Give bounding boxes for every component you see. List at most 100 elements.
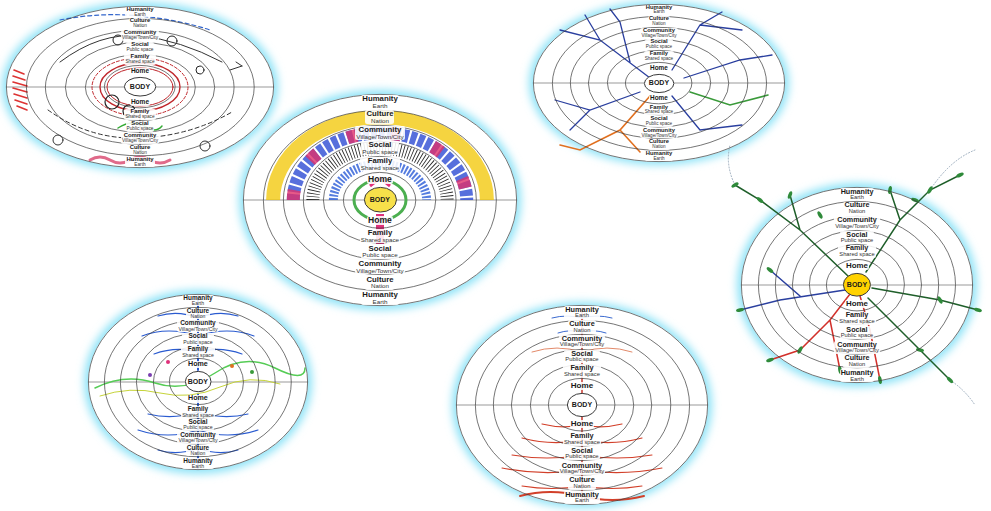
ring-subtitle: Public space bbox=[841, 333, 874, 339]
ring-name: Community bbox=[560, 462, 605, 469]
ring-label: HumanityEarth bbox=[840, 369, 875, 382]
ring-name: Family bbox=[839, 245, 874, 252]
life-ring: CommunityVillage/Town/CityCommunityVilla… bbox=[493, 334, 671, 475]
ring-subtitle: Public space bbox=[565, 357, 598, 363]
ring-subtitle: Shared space bbox=[125, 115, 154, 120]
ring-label: CommunityVillage/Town/City bbox=[355, 126, 404, 140]
ring-line bbox=[185, 372, 211, 392]
ring-label: Home bbox=[570, 382, 594, 390]
body-label: BODY bbox=[370, 196, 390, 203]
life-ring: CommunityVillage/Town/CityCommunityVilla… bbox=[775, 216, 939, 355]
life-ring: CommunityVillage/Town/CityCommunityVilla… bbox=[45, 30, 234, 145]
ring-subtitle: Village/Town/City bbox=[835, 224, 879, 230]
life-ring: FamilyShared spaceFamilyShared spaceHome… bbox=[530, 364, 634, 447]
ring-line bbox=[626, 62, 692, 103]
ring-label: HumanityEarth bbox=[125, 7, 154, 18]
ring-name: Social bbox=[362, 245, 397, 253]
body-label: BODY bbox=[847, 281, 867, 288]
ring-name: Family bbox=[361, 229, 399, 237]
ring-label: Home bbox=[187, 361, 209, 368]
ring-label: CommunityVillage/Town/City bbox=[121, 133, 159, 144]
ring-subtitle: Village/Town/City bbox=[641, 134, 676, 139]
ring-line bbox=[105, 66, 176, 108]
ring-name: Home bbox=[846, 262, 868, 270]
ring-subtitle: Village/Town/City bbox=[356, 268, 403, 274]
ring-subtitle: Public space bbox=[646, 122, 672, 127]
ring-name: Culture bbox=[366, 276, 393, 284]
ring-subtitle: Public space bbox=[362, 252, 397, 258]
ring-subtitle: Earth bbox=[126, 13, 153, 18]
ring-subtitle: Shared space bbox=[182, 353, 214, 358]
ring-label: CultureNation bbox=[648, 16, 670, 26]
ring-subtitle: Earth bbox=[841, 195, 874, 201]
ring-subtitle: Nation bbox=[366, 118, 393, 124]
ring-label: Home bbox=[367, 216, 393, 225]
ring-name: Community bbox=[835, 341, 879, 348]
ring-label: CultureNation bbox=[843, 355, 870, 368]
ring-label: CultureNation bbox=[568, 320, 596, 333]
ring-line bbox=[324, 157, 436, 244]
drawing-one bbox=[13, 15, 242, 163]
life-ring: HomeHomeBODY bbox=[169, 358, 228, 405]
ring-name: Home bbox=[188, 395, 208, 402]
ring-label: SocialPublic space bbox=[840, 326, 875, 339]
life-ring: FamilyShared spaceFamilyShared spaceHome… bbox=[607, 50, 711, 115]
ring-label: SocialPublic space bbox=[182, 419, 213, 431]
life-ring: FamilyShared spaceFamilyShared spaceHome… bbox=[809, 244, 905, 325]
ring-label: CultureNation bbox=[365, 110, 394, 124]
ring-name: Community bbox=[356, 126, 403, 134]
ring-subtitle: Earth bbox=[646, 157, 672, 162]
ring-subtitle: Village/Town/City bbox=[560, 342, 605, 348]
life-ring: CultureNationCultureNationCommunityVilla… bbox=[26, 18, 255, 156]
life-ring: FamilyShared spaceFamilyShared spaceHome… bbox=[323, 156, 436, 244]
ring-line bbox=[121, 320, 276, 444]
ring-subtitle: Village/Town/City bbox=[122, 36, 158, 41]
ring-subtitle: Shared space bbox=[125, 60, 154, 65]
ring-subtitle: Public space bbox=[565, 454, 598, 460]
ring-label: FamilyShared space bbox=[124, 54, 155, 65]
ring-label: CommunityVillage/Town/City bbox=[834, 341, 880, 354]
ring-subtitle: Earth bbox=[362, 103, 397, 109]
ring-line bbox=[826, 259, 887, 311]
mid-line bbox=[6, 83, 973, 405]
ring-label: Home bbox=[649, 65, 669, 71]
body-circle: BODY bbox=[364, 187, 397, 212]
drawing-three bbox=[555, 9, 772, 152]
ring-line bbox=[552, 16, 766, 150]
ring-name: Culture bbox=[569, 320, 595, 327]
ring-subtitle: Shared space bbox=[645, 110, 673, 115]
life-ring: HumanityEarthHumanityEarthCultureNationC… bbox=[88, 294, 308, 470]
ring-line bbox=[364, 188, 396, 213]
ring-name: Family bbox=[839, 312, 874, 319]
ring-label: CommunityVillage/Town/City bbox=[355, 260, 404, 274]
ring-name: Home bbox=[131, 99, 149, 106]
life-ring: FamilyShared spaceFamilyShared spaceHome… bbox=[85, 54, 196, 121]
ring-line bbox=[589, 39, 729, 127]
ring-line bbox=[570, 28, 747, 139]
ring-name: Culture bbox=[844, 355, 869, 362]
ring-subtitle: Nation bbox=[366, 283, 393, 289]
ring-label: Home bbox=[187, 395, 209, 402]
ring-label: CultureNation bbox=[365, 276, 394, 290]
ring-label: FamilyShared space bbox=[563, 432, 601, 445]
ring-name: Family bbox=[564, 364, 600, 371]
ring-name: Social bbox=[841, 326, 874, 333]
ring-subtitle: Nation bbox=[130, 151, 151, 156]
ring-label: CommunityVillage/Town/City bbox=[640, 28, 677, 38]
ring-line bbox=[533, 4, 784, 161]
ring-line bbox=[741, 187, 972, 382]
body-circle: BODY bbox=[185, 371, 211, 392]
ring-label: CommunityVillage/Town/City bbox=[834, 216, 880, 229]
life-ring: HumanityEarthHumanityEarthCultureNationC… bbox=[741, 187, 973, 383]
ring-label: HumanityEarth bbox=[840, 188, 875, 201]
ring-label: SocialPublic space bbox=[361, 245, 398, 259]
ring-line bbox=[809, 245, 904, 325]
ring-name: Humanity bbox=[565, 491, 598, 498]
body-circle: BODY bbox=[843, 273, 871, 297]
ring-subtitle: Village/Town/City bbox=[178, 327, 217, 332]
ring-line bbox=[512, 349, 652, 460]
ring-label: SocialPublic space bbox=[645, 39, 673, 49]
ring-subtitle: Village/Town/City bbox=[178, 438, 217, 443]
ring-label: FamilyShared space bbox=[563, 364, 601, 377]
life-ring: SocialPublic spaceSocialPublic spaceFami… bbox=[136, 333, 259, 432]
